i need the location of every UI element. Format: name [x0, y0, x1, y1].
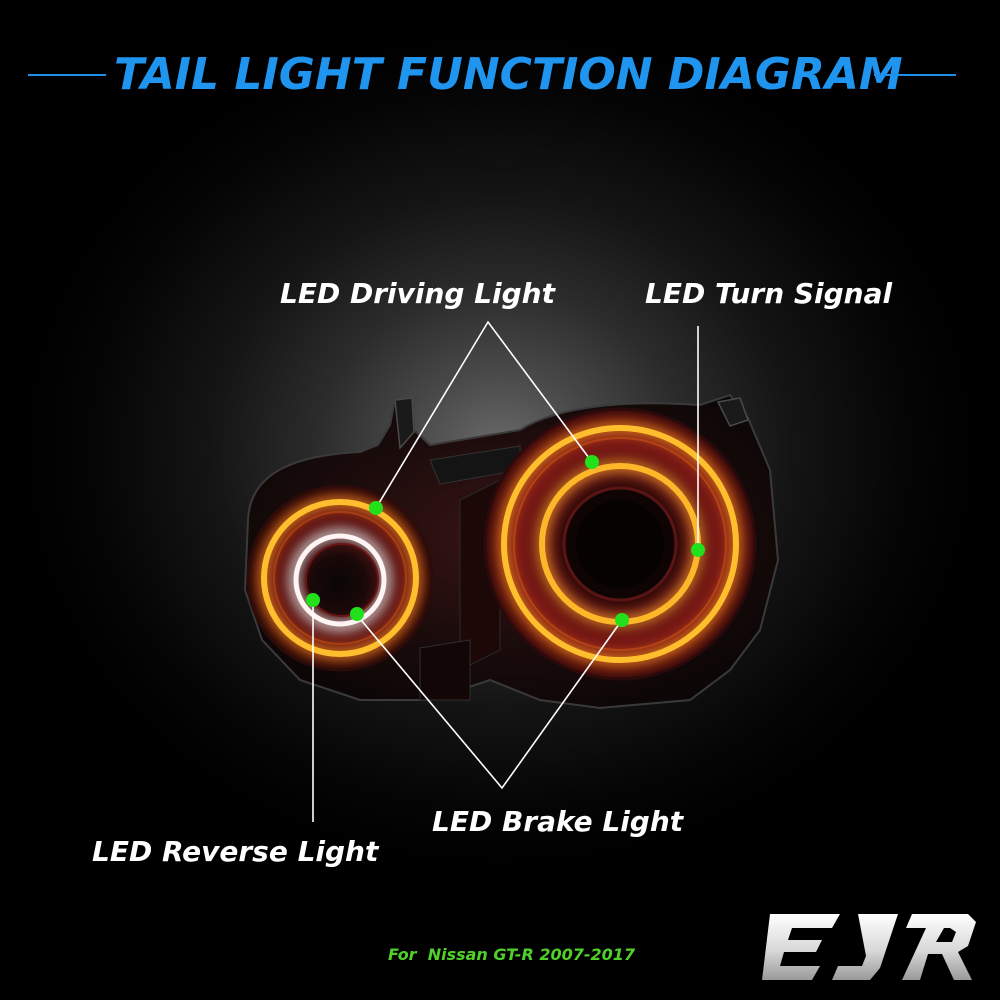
brand-logo	[762, 914, 976, 980]
brake-light-leader	[355, 613, 623, 790]
title-rule-left	[28, 74, 106, 76]
driving-light-leader	[375, 320, 593, 509]
page-title: TAIL LIGHT FUNCTION DIAGRAM	[114, 49, 903, 100]
turn-signal-label: LED Turn Signal	[645, 277, 893, 310]
vehicle-fitment-note: For Nissan GT-R 2007-2017	[388, 945, 636, 964]
title-rule-right	[874, 74, 956, 76]
function-markers	[306, 455, 705, 627]
inner-lamp	[246, 484, 434, 672]
brake-light-marker-inner	[350, 607, 364, 621]
outer-lamp-turn-ring	[501, 425, 739, 663]
brake-light-label: LED Brake Light	[432, 805, 684, 838]
brake-light-marker-outer	[615, 613, 629, 627]
driving-light-label: LED Driving Light	[280, 277, 555, 310]
reverse-light-marker	[306, 593, 320, 607]
driving-light-marker-outer	[585, 455, 599, 469]
callout-lines	[312, 320, 699, 822]
outer-lamp	[483, 407, 757, 681]
inner-lamp-driving-ring	[261, 499, 419, 657]
driving-light-marker-inner	[369, 501, 383, 515]
reverse-light-label: LED Reverse Light	[92, 835, 379, 868]
turn-signal-marker	[691, 543, 705, 557]
title-row: TAIL LIGHT FUNCTION DIAGRAM	[0, 42, 1000, 108]
inner-lamp-reverse-ring	[293, 533, 387, 627]
